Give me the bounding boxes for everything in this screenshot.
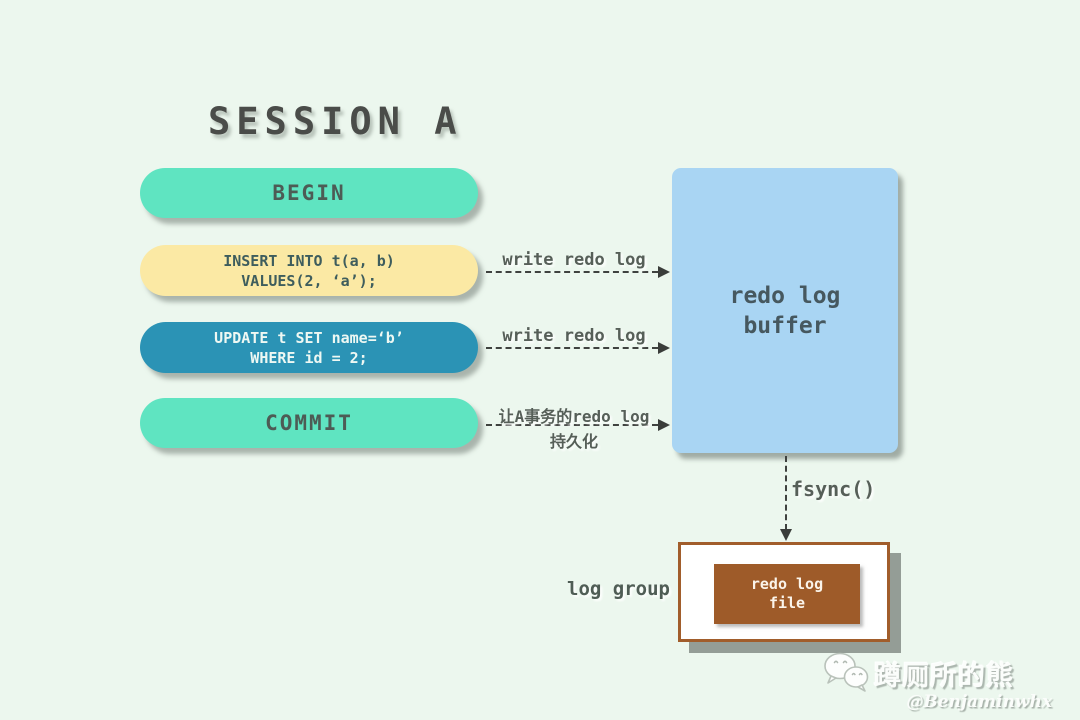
- redo-log-file-line1: redo log: [750, 575, 824, 593]
- watermark: 蹲厕所的熊 @Benjaminwhx: [822, 648, 1052, 714]
- buffer-label-line1: redo log: [729, 282, 841, 309]
- watermark-handle: @Benjaminwhx: [906, 692, 1052, 712]
- insert-sql-line1: INSERT INTO t(a, b): [223, 251, 395, 270]
- wechat-icon: [822, 650, 872, 700]
- begin-pill: BEGIN: [140, 168, 478, 218]
- log-group-box: redo log file: [678, 542, 890, 642]
- insert-sql-line2: VALUES(2, ‘a’);: [241, 271, 377, 290]
- commit-label: COMMIT: [265, 411, 353, 435]
- buffer-label-line2: buffer: [743, 312, 827, 339]
- commit-arrow: [486, 419, 670, 431]
- update-pill: UPDATE t SET name=‘b’ WHERE id = 2;: [140, 322, 478, 373]
- update-arrow-label: write redo log: [502, 326, 646, 346]
- session-title: SESSION A: [208, 100, 463, 143]
- commit-arrow-label-line1: 让A事务的redo log: [498, 407, 650, 426]
- redo-log-buffer-box: redo log buffer: [672, 168, 898, 453]
- log-group-label: log group: [567, 578, 670, 600]
- commit-arrow-label-line2: 持久化: [549, 432, 598, 451]
- insert-arrow-label: write redo log: [502, 250, 646, 270]
- update-arrow: [486, 342, 670, 354]
- commit-pill: COMMIT: [140, 398, 478, 448]
- fsync-arrow: [780, 456, 792, 541]
- update-sql-line1: UPDATE t SET name=‘b’: [214, 328, 404, 347]
- redo-log-file-line2: file: [768, 594, 806, 612]
- insert-pill: INSERT INTO t(a, b) VALUES(2, ‘a’);: [140, 245, 478, 296]
- redo-log-file-box: redo log file: [714, 564, 860, 624]
- fsync-label: fsync(): [791, 477, 876, 501]
- begin-label: BEGIN: [272, 181, 346, 205]
- insert-arrow: [486, 266, 670, 278]
- watermark-name: 蹲厕所的熊: [874, 661, 1014, 692]
- update-sql-line2: WHERE id = 2;: [250, 348, 368, 367]
